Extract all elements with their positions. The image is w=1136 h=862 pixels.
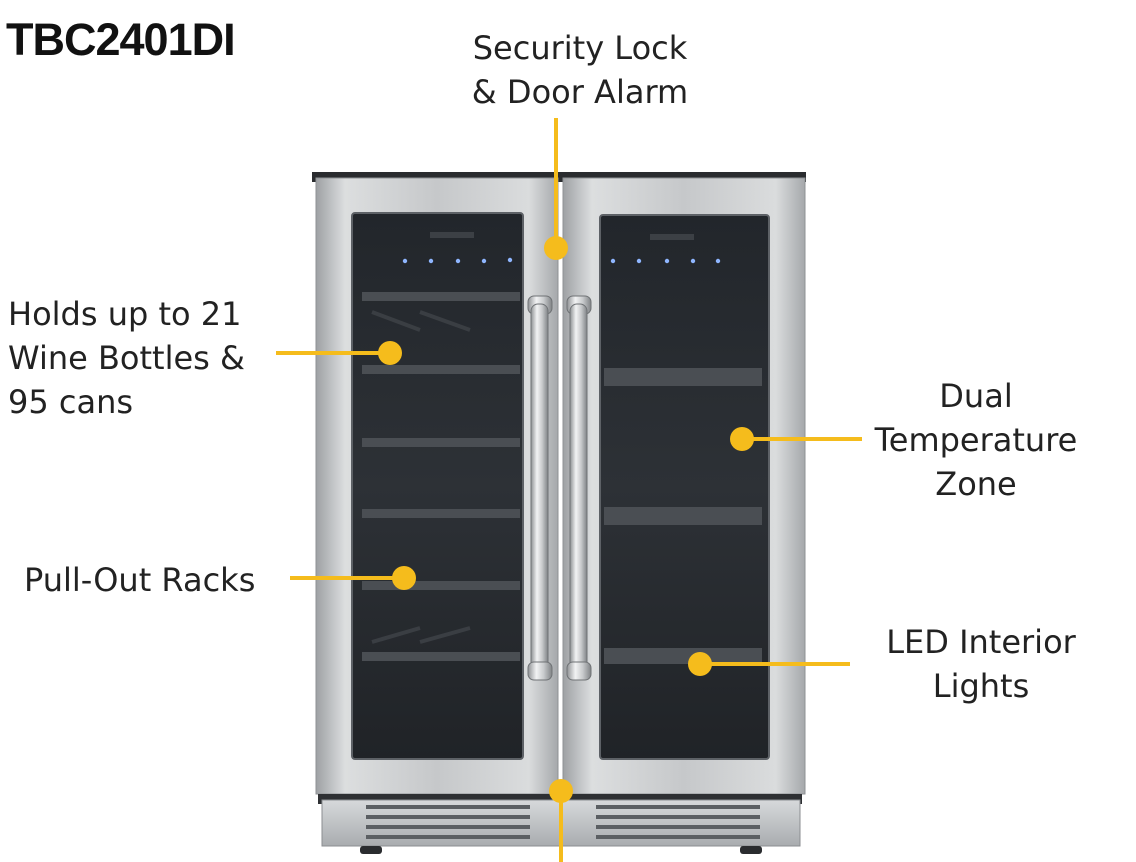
callout-line-security — [554, 118, 558, 248]
callout-line-dual-zone — [742, 437, 862, 441]
callout-line-capacity — [276, 351, 390, 355]
label-line: Temperature — [874, 421, 1078, 459]
model-title: TBC2401DI — [6, 14, 236, 65]
label-led-lights: LED Interior Lights — [866, 620, 1096, 708]
label-line: Zone — [935, 465, 1017, 503]
left-handle — [527, 295, 553, 681]
right-shelves — [604, 368, 762, 664]
right-handle — [566, 295, 592, 681]
left-shelves — [362, 292, 520, 661]
left-fan-panel — [430, 232, 474, 238]
callout-line-bottom — [559, 792, 563, 862]
left-bottle-shadows — [371, 310, 471, 644]
label-line: Security Lock — [472, 29, 688, 67]
top-cap — [312, 172, 806, 182]
left-foot — [360, 846, 382, 854]
label-line: Lights — [932, 667, 1030, 705]
kick-plate-vents — [366, 805, 760, 839]
callout-dot-security — [544, 236, 568, 260]
label-security-lock: Security Lock & Door Alarm — [455, 26, 705, 114]
callout-dot-dual-zone — [730, 427, 754, 451]
label-line: Pull-Out Racks — [24, 561, 256, 599]
callout-dot-led — [688, 652, 712, 676]
right-foot — [740, 846, 762, 854]
label-line: 95 cans — [8, 383, 134, 421]
label-line: Holds up to 21 — [8, 295, 242, 333]
label-line: Wine Bottles & — [8, 339, 245, 377]
label-capacity: Holds up to 21 Wine Bottles & 95 cans — [8, 292, 245, 424]
callout-dot-racks — [392, 566, 416, 590]
right-glass — [599, 214, 770, 760]
led-light-dots — [402, 257, 721, 264]
label-racks: Pull-Out Racks — [24, 558, 255, 602]
right-fan-panel — [650, 234, 694, 240]
callout-line-racks — [290, 576, 404, 580]
label-line: & Door Alarm — [471, 73, 689, 111]
label-line: Dual — [939, 377, 1013, 415]
label-dual-zone: Dual Temperature Zone — [862, 374, 1090, 506]
callout-dot-capacity — [378, 341, 402, 365]
callout-line-led — [700, 662, 850, 666]
label-line: LED Interior — [886, 623, 1076, 661]
